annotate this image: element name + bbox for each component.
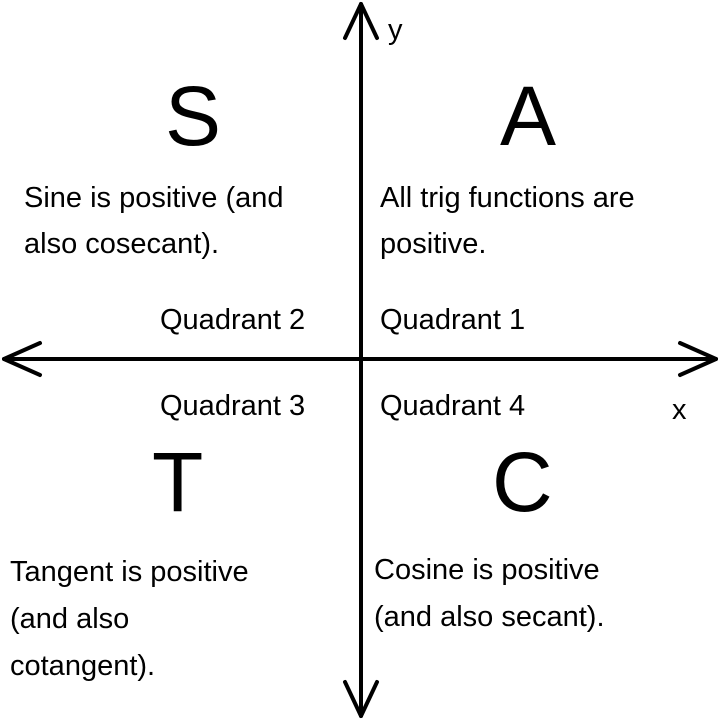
arrow-right-icon (678, 341, 718, 377)
quadrant-2-label: Quadrant 2 (160, 304, 306, 336)
arrow-left-icon (2, 341, 42, 377)
quadrant-1-desc-line1: All trig functions are (380, 182, 635, 214)
quadrant-1-label: Quadrant 1 (380, 304, 526, 336)
quadrant-3-label: Quadrant 3 (160, 390, 306, 422)
quadrant-2-desc-line1: Sine is positive (and (24, 182, 284, 214)
quadrant-1-desc-line2: positive. (380, 228, 487, 260)
quadrant-3-desc-line2: (and also (10, 603, 130, 635)
x-axis-label: x (672, 394, 687, 426)
quadrant-4-desc-line2: (and also secant). (374, 601, 605, 633)
y-axis-label: y (388, 14, 403, 46)
arrow-down-icon (343, 680, 379, 718)
arrow-up-icon (343, 2, 379, 40)
quadrant-3-letter: T (152, 435, 204, 529)
quadrant-3-desc-line3: cotangent). (10, 650, 156, 682)
quadrant-2-desc-line2: also cosecant). (24, 228, 220, 260)
quadrant-1-letter: A (500, 69, 557, 163)
quadrant-2-letter: S (165, 69, 222, 163)
quadrant-3-desc-line1: Tangent is positive (10, 556, 249, 588)
quadrant-4-letter: C (492, 435, 553, 529)
quadrant-4-label: Quadrant 4 (380, 390, 526, 422)
quadrant-4-desc-line1: Cosine is positive (374, 554, 600, 586)
